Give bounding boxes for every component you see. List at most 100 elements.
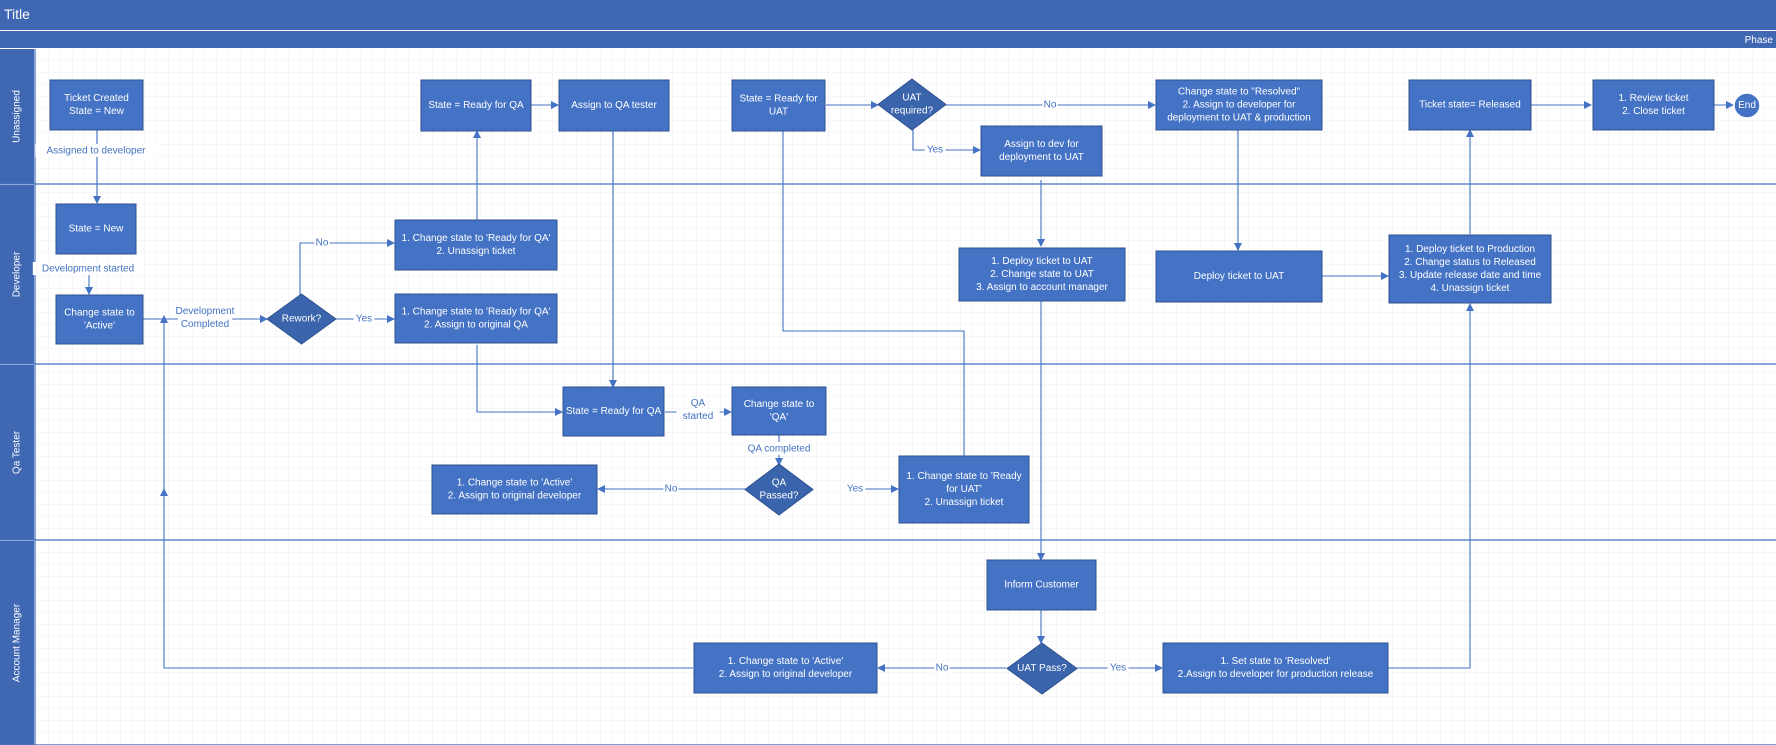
lane-label-am: Account Manager	[12, 603, 23, 682]
process-box	[394, 219, 558, 271]
process-box	[420, 79, 532, 132]
lane-label-qa: Qa Tester	[12, 430, 23, 474]
node-text: Change state to "Resolved"	[1178, 87, 1301, 98]
node-text: Rework?	[282, 314, 322, 325]
process-box	[1162, 642, 1389, 694]
node-text: 'QA'	[770, 412, 788, 423]
node-text: 2. Assign to original QA	[424, 320, 528, 331]
edge-label-bg	[690, 396, 706, 410]
node-text: Inform Customer	[1004, 580, 1079, 591]
node-text: UAT	[769, 107, 788, 118]
node-text: Ticket state= Released	[1419, 100, 1521, 111]
edge-label-assigned: Assigned to developer	[47, 146, 147, 157]
node-text: Change state to	[64, 308, 135, 319]
node-text: 1. Change state to 'Active'	[728, 656, 844, 667]
terminator-circle	[1733, 92, 1761, 119]
node-text: required?	[891, 106, 934, 117]
process-box	[1155, 79, 1323, 131]
decision-diamond	[744, 463, 814, 516]
diagram-title: Title	[4, 6, 30, 22]
node-text: 3. Update release date and time	[1399, 270, 1542, 281]
edge-label-bg	[743, 442, 815, 455]
node-inform: Inform Customer	[986, 559, 1097, 611]
node-deploy-uat: Deploy ticket to UAT	[1155, 250, 1323, 303]
edge-label-dev-completed: Development	[176, 306, 235, 317]
connector-9	[476, 345, 563, 416]
node-text: State = New	[69, 106, 125, 117]
edge-label-qa-completed: QA completed	[748, 444, 811, 455]
edge-label-bg	[314, 236, 330, 249]
node-text: 1. Change state to 'Active'	[457, 478, 573, 489]
lane-label-unassigned: Unassigned	[12, 90, 23, 143]
process-box	[55, 203, 137, 255]
node-text: 3. Assign to account manager	[976, 282, 1108, 293]
process-box	[980, 125, 1103, 177]
node-text: for UAT'	[946, 484, 982, 495]
lane-header-qa	[0, 365, 34, 540]
edge-label-bg	[844, 482, 866, 495]
connector-25	[1388, 303, 1474, 669]
node-text: 2. Assign to original developer	[719, 669, 853, 680]
edge-label-dev-completed: Completed	[181, 319, 229, 330]
node-qa-active: 1. Change state to 'Active' 2. Assign to …	[431, 464, 598, 515]
node-text: 1. Deploy ticket to UAT	[991, 256, 1093, 267]
process-box	[898, 455, 1030, 524]
edge-label-bg	[172, 304, 238, 318]
node-text: UAT Pass?	[1017, 663, 1067, 674]
edge-label-bg	[35, 144, 157, 157]
lane-label-developer: Developer	[12, 251, 23, 297]
node-text: QA	[772, 478, 787, 489]
edge-label-bg	[663, 482, 679, 495]
edge-label-dev-started: Development started	[42, 264, 134, 275]
process-box	[1388, 234, 1552, 304]
edge-label-no-qa: No	[665, 484, 678, 495]
lane-header-unassigned	[0, 49, 34, 184]
node-assign-orig-qa: 1. Change state to 'Ready for QA'2. Assi…	[394, 293, 558, 344]
node-text: 1. Change state to 'Ready	[906, 471, 1021, 482]
node-text: 2. Change status to Released	[1404, 257, 1536, 268]
node-text: 2. Assign to developer for	[1183, 100, 1297, 111]
node-set-resolved: 1. Set state to 'Resolved' 2.Assign to de…	[1162, 642, 1389, 694]
process-box	[55, 294, 144, 345]
process-box	[431, 464, 598, 515]
node-text: Ticket Created	[64, 93, 129, 104]
node-resolved-top: Change state to "Resolved" 2. Assign to d…	[1155, 79, 1323, 131]
edge-label-bg	[934, 661, 950, 674]
connector-23	[160, 488, 693, 669]
edge-label-yes-uat: Yes	[927, 145, 943, 156]
edge-label-no-uat: No	[1044, 100, 1057, 111]
node-text: 1. Set state to 'Resolved'	[1221, 656, 1331, 667]
node-text: 2. Assign to original developer	[448, 491, 582, 502]
process-box	[958, 247, 1126, 302]
node-text: State = Ready for	[739, 94, 818, 105]
process-box	[731, 79, 826, 132]
node-text: 2. Unassign ticket	[925, 497, 1004, 508]
process-box	[558, 79, 670, 132]
node-am-active: 1. Change state to 'Active' 2. Assign to …	[693, 642, 878, 694]
phase-label: Phase	[1745, 35, 1774, 46]
edge-label-bg	[177, 317, 233, 331]
node-text: End	[1738, 100, 1756, 111]
node-text: deployment to UAT	[999, 152, 1084, 163]
connector-5	[299, 239, 395, 295]
node-text: State = Ready for QA	[428, 100, 524, 111]
lane-header-am	[0, 541, 34, 745]
node-ready-qa-top: State = Ready for QA	[420, 79, 532, 132]
connector-18	[912, 129, 981, 154]
decision-diamond	[877, 78, 947, 131]
node-text: Change state to	[744, 399, 815, 410]
edge-label-bg	[353, 312, 375, 325]
node-text: 2.Assign to developer for production rel…	[1178, 669, 1374, 680]
node-text: Passed?	[760, 491, 799, 502]
edge-label-bg	[1042, 98, 1058, 111]
edge-label-qa-started: started	[683, 411, 714, 422]
node-released: Ticket state= Released	[1408, 79, 1532, 131]
title-bar	[0, 0, 1776, 30]
connector-15	[779, 103, 965, 457]
node-qa-passed: QA Passed?	[744, 463, 814, 516]
